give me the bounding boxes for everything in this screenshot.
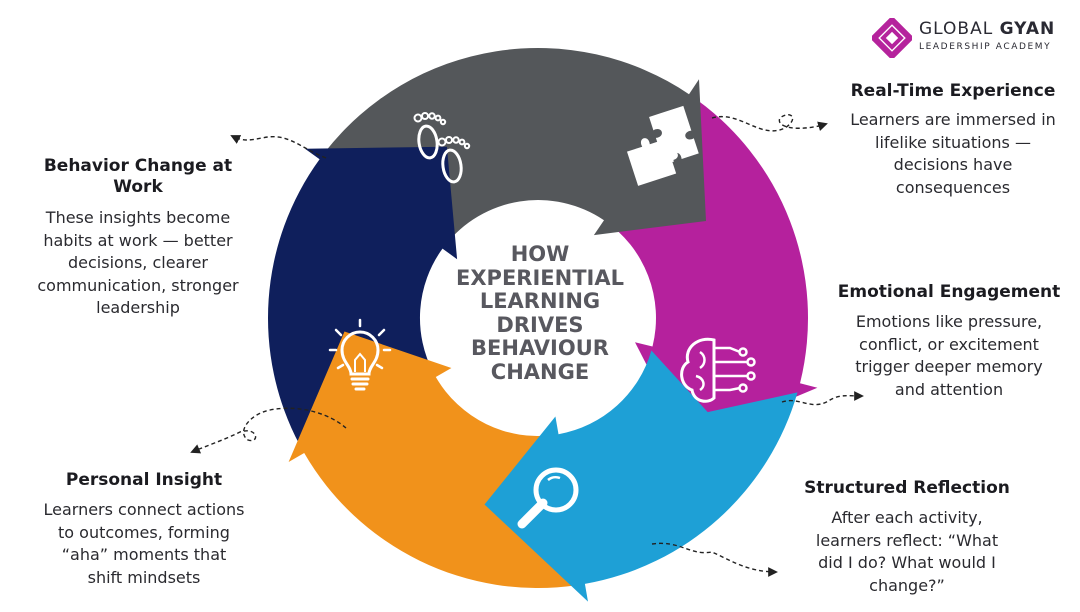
step-emotional-engagement: Emotional Engagement Emotions like press… <box>822 282 1076 401</box>
step-real-time-experience: Real-Time Experience Learners are immers… <box>830 81 1076 199</box>
description-line: change?” <box>869 575 945 595</box>
logo-diamond-icon <box>872 18 912 58</box>
segment-icons <box>328 105 756 529</box>
step-title: Structured Reflection <box>804 478 1010 498</box>
center-title-line: LEARNING <box>479 289 601 313</box>
cycle-segment <box>484 350 798 602</box>
step-description: Learners connect actions to outcomes, fo… <box>16 499 272 589</box>
center-title-line: DRIVES <box>496 312 584 337</box>
step-title: Behavior Change at Work <box>20 156 256 198</box>
description-line: After each activity, <box>831 508 983 527</box>
cycle-segment <box>325 48 706 246</box>
lightbulb-icon <box>328 318 392 391</box>
description-line: lifelike situations — <box>875 132 1031 152</box>
description-line: habits at work — better <box>43 230 233 250</box>
description-line: Learners are immersed in <box>850 110 1056 129</box>
description-line: trigger deeper memory <box>855 357 1043 376</box>
brain-circuit-icon <box>680 337 756 403</box>
dashed-arrow <box>190 407 347 454</box>
cycle-segment <box>288 331 576 589</box>
description-line: leadership <box>96 298 180 317</box>
step-title: Personal Insight <box>65 470 223 490</box>
description-line: communication, stronger <box>37 275 239 295</box>
description-line: shift mindsets <box>87 567 201 587</box>
dashed-arrow <box>230 135 327 159</box>
dashed-arrow <box>651 542 778 577</box>
title-line: Work <box>113 177 163 197</box>
dashed-connectors <box>190 114 864 577</box>
center-title-line: HOW <box>510 242 570 266</box>
description-line: did I do? What would I <box>818 553 996 572</box>
brand-tagline: LEADERSHIP ACADEMY <box>919 42 1052 52</box>
description-line: conflict, or excitement <box>859 334 1039 354</box>
step-description: Learners are immersed in lifelike situat… <box>830 109 1076 199</box>
description-line: decisions, clearer <box>68 253 208 272</box>
description-line: decisions have <box>893 155 1013 174</box>
cycle-segment <box>604 94 818 443</box>
step-title: Real-Time Experience <box>850 81 1056 101</box>
magnifier-icon <box>517 467 579 529</box>
description-line: Emotions like pressure, <box>855 312 1043 331</box>
step-title: Emotional Engagement <box>837 282 1061 302</box>
brand-logo: GLOBAL GYAN LEADERSHIP ACADEMY <box>872 18 1072 58</box>
center-title: HOW EXPERIENTIAL LEARNING DRIVES BEHAVIO… <box>440 242 640 384</box>
cycle-segments <box>267 48 818 602</box>
step-description: These insights become habits at work — b… <box>20 207 256 320</box>
center-title-line: BEHAVIOUR <box>471 336 609 360</box>
dashed-arrow <box>711 114 828 132</box>
center-title-line: CHANGE <box>490 359 590 384</box>
description-line: consequences <box>895 177 1011 197</box>
center-title-line: EXPERIENTIAL <box>456 265 624 290</box>
description-line: Learners connect actions <box>43 500 245 519</box>
step-description: After each activity, learners reflect: “… <box>780 507 1034 597</box>
puzzle-icon <box>626 105 699 186</box>
step-description: Emotions like pressure, conflict, or exc… <box>822 311 1076 401</box>
dashed-arrow <box>781 391 864 406</box>
title-line: Behavior Change at <box>43 156 233 176</box>
description-line: learners reflect: “What <box>815 530 999 550</box>
description-line: and attention <box>894 379 1004 399</box>
step-behavior-change-at-work: Behavior Change at Work These insights b… <box>20 156 256 320</box>
footprints-icon <box>413 112 471 184</box>
step-personal-insight: Personal Insight Learners connect action… <box>16 470 272 589</box>
description-line: to outcomes, forming <box>58 522 230 542</box>
brand-name: GLOBAL GYAN <box>919 19 1056 39</box>
description-line: These insights become <box>45 208 231 227</box>
step-structured-reflection: Structured Reflection After each activit… <box>780 478 1034 597</box>
description-line: “aha” moments that <box>61 545 227 564</box>
